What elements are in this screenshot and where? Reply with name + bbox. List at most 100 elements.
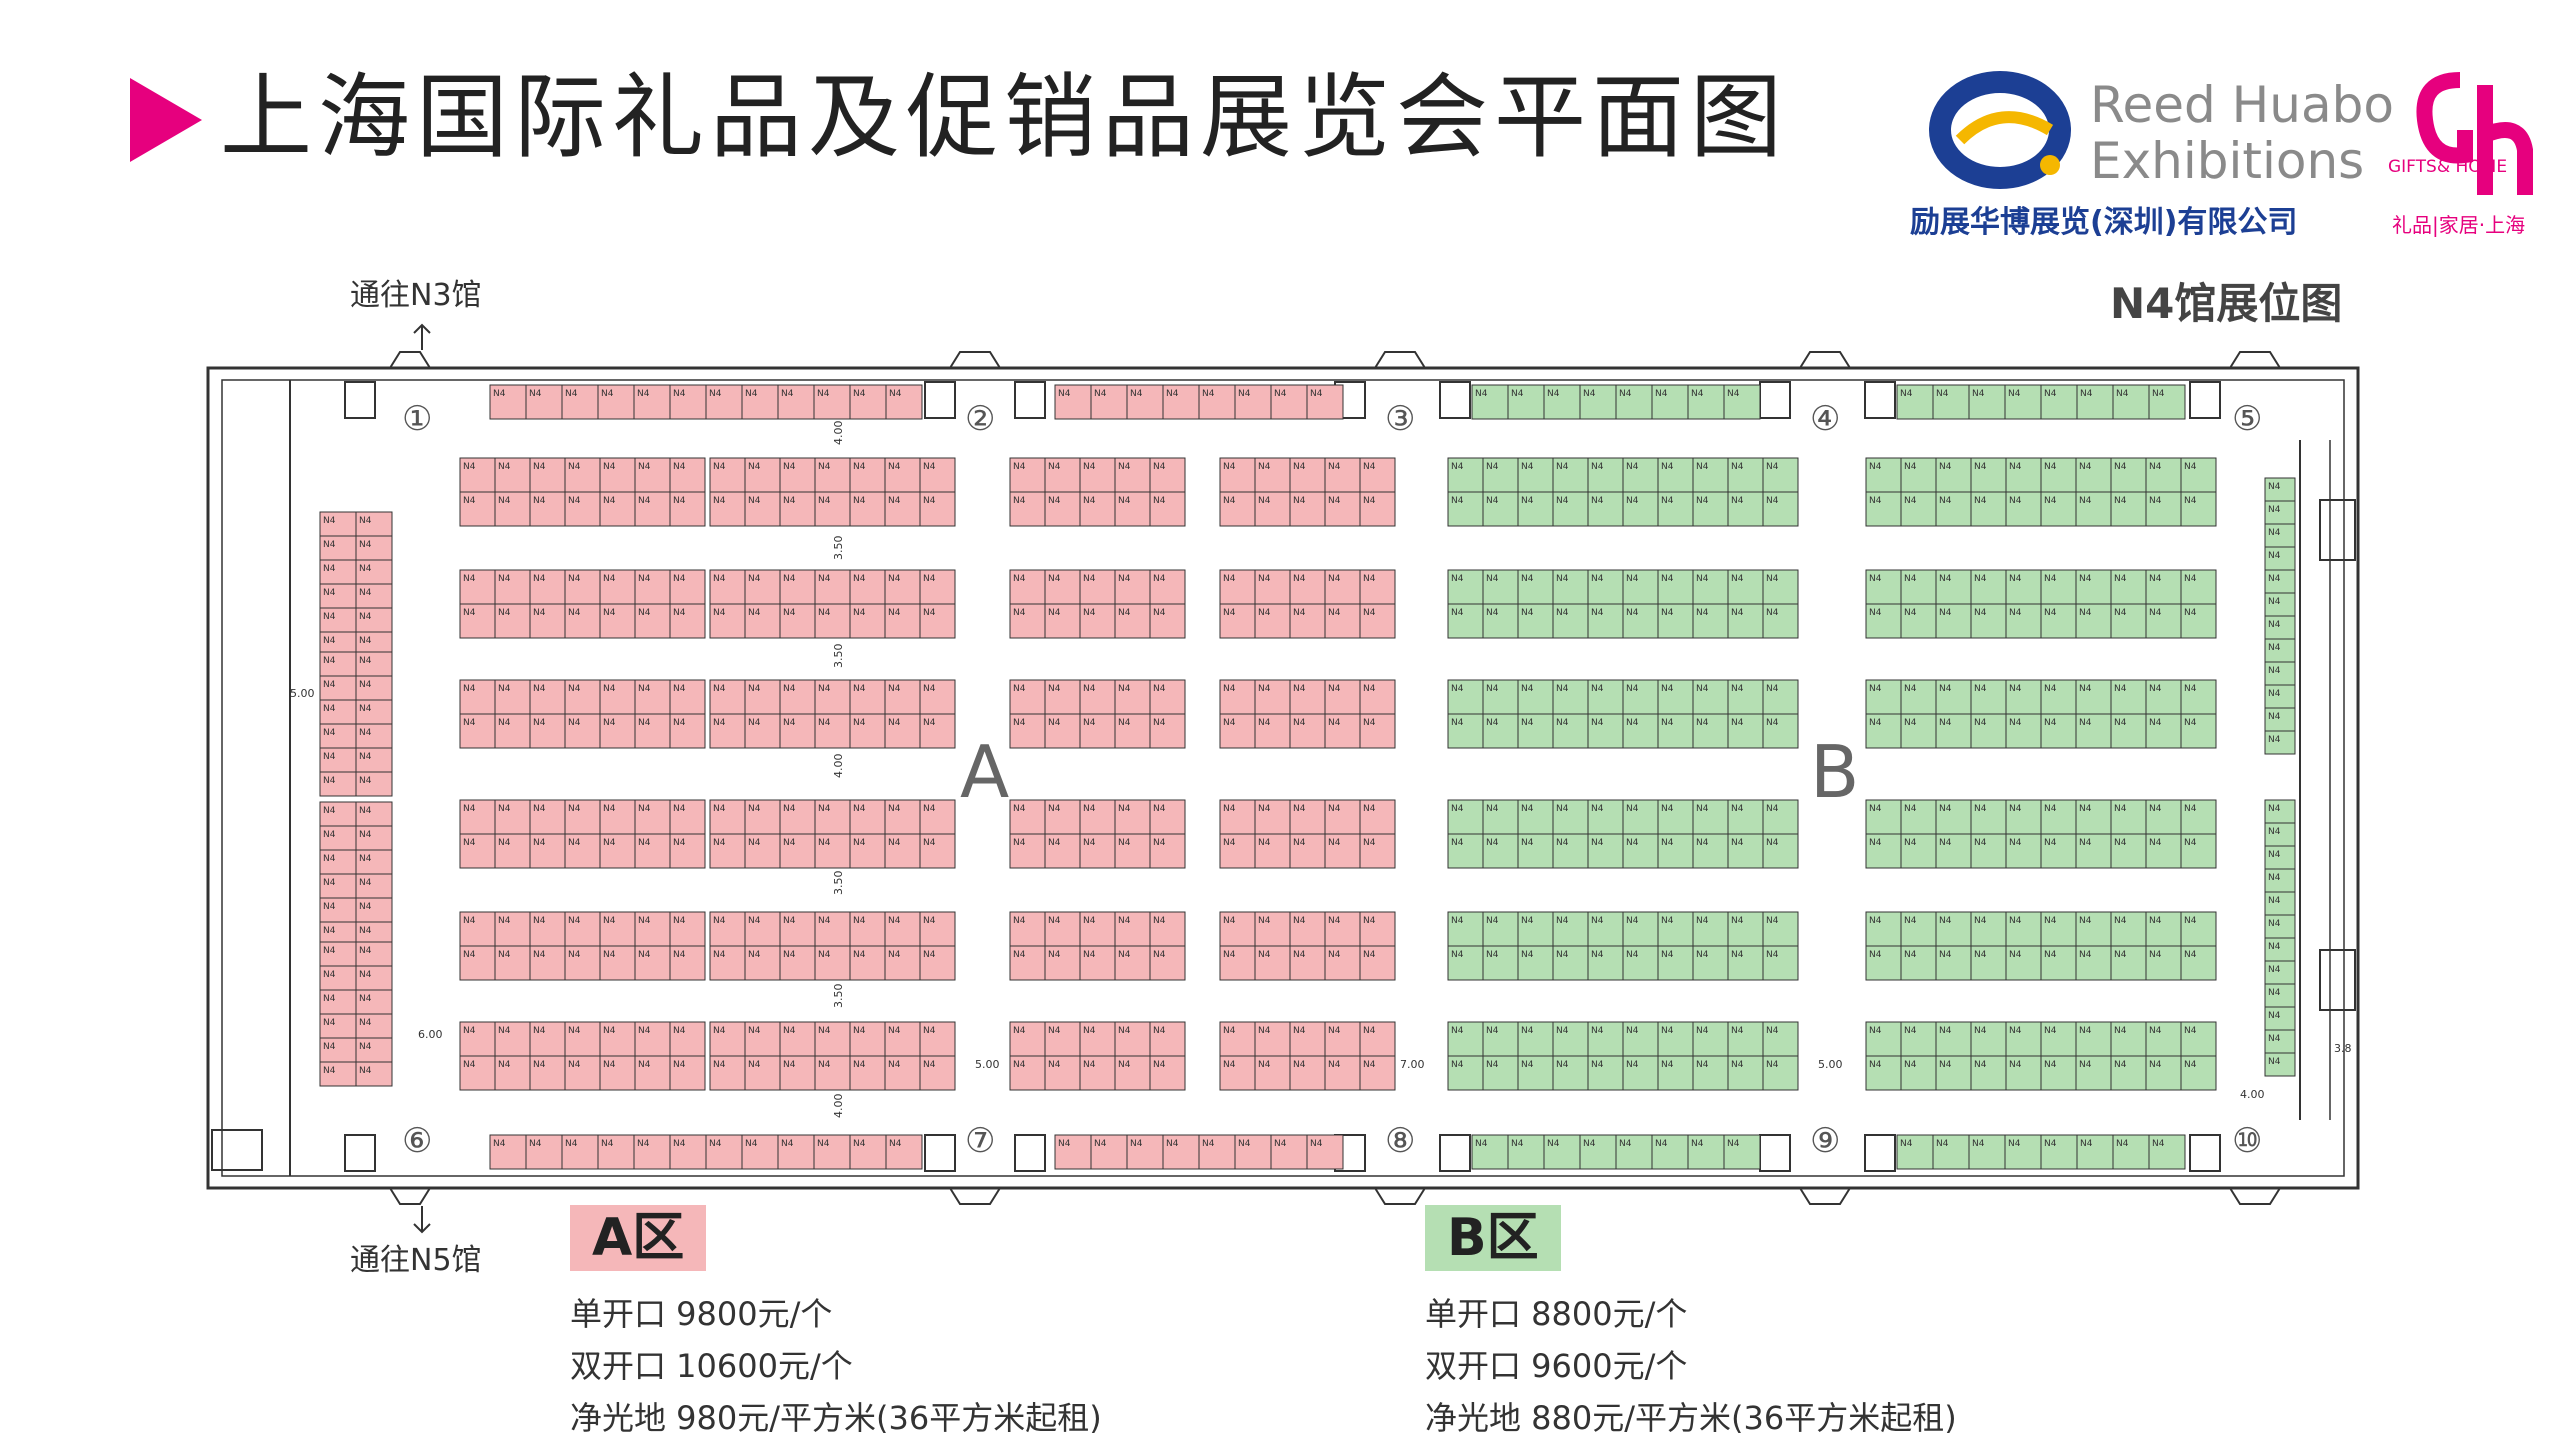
booth-prefix-label: N4	[673, 574, 686, 584]
booth-prefix-label: N4	[2268, 735, 2281, 745]
booth-prefix-label: N4	[818, 804, 831, 814]
booth-cell	[709, 679, 746, 715]
booth-prefix-label: N4	[783, 574, 796, 584]
booth-prefix-label: N4	[1869, 916, 1882, 926]
booth-cell	[1935, 457, 1972, 493]
booth-cell	[633, 384, 671, 420]
booth-cell	[459, 679, 496, 715]
booth-prefix-label: N4	[1974, 684, 1987, 694]
to-n5-label: 通往N5馆	[350, 1243, 482, 1278]
booth-prefix-label: N4	[713, 496, 726, 506]
booth-cell	[669, 603, 706, 639]
booth-cell	[1900, 1055, 1937, 1091]
booth-cell	[1865, 603, 1902, 639]
zone-b-letter: B	[1810, 730, 1859, 814]
booth-cell	[2180, 569, 2217, 605]
booth-prefix-label: N4	[1626, 496, 1639, 506]
booth-cell	[1507, 384, 1545, 420]
booth-cell	[1359, 1021, 1396, 1057]
booth-cell	[529, 1055, 566, 1091]
booth-cell	[669, 1021, 706, 1057]
booth-prefix-label: N4	[2268, 528, 2281, 538]
booth-cell	[564, 603, 601, 639]
booth-cell	[1289, 713, 1326, 749]
booth-prefix-label: N4	[817, 1139, 830, 1149]
booth-prefix-label: N4	[1048, 462, 1061, 472]
booth-prefix-label: N4	[2009, 1026, 2022, 1036]
booth-cell	[1970, 713, 2007, 749]
booth-cell	[669, 1055, 706, 1091]
booth-cell	[669, 679, 706, 715]
booth-cell	[779, 1055, 816, 1091]
booth-prefix-label: N4	[923, 916, 936, 926]
booth-cell	[2075, 603, 2112, 639]
booth-prefix-label: N4	[1939, 496, 1952, 506]
booth-cell	[1657, 491, 1694, 527]
booth-prefix-label: N4	[1731, 496, 1744, 506]
booth-cell	[2040, 491, 2077, 527]
booth-cell	[2040, 1021, 2077, 1057]
booth-prefix-label: N4	[533, 684, 546, 694]
booth-cell	[1622, 679, 1659, 715]
booth-prefix-label: N4	[359, 878, 372, 888]
booth-prefix-label: N4	[2184, 684, 2197, 694]
booth-prefix-label: N4	[1310, 1139, 1323, 1149]
booth-prefix-label: N4	[2044, 1139, 2057, 1149]
booth-prefix-label: N4	[1904, 462, 1917, 472]
booth-cell	[2180, 911, 2217, 947]
booth-prefix-label: N4	[1904, 718, 1917, 728]
booth-cell	[494, 1055, 531, 1091]
booth-prefix-label: N4	[1696, 496, 1709, 506]
booth-cell	[355, 897, 393, 923]
booth-cell	[884, 799, 921, 835]
booth-prefix-label: N4	[783, 804, 796, 814]
booth-cell	[741, 1134, 779, 1170]
booth-prefix-label: N4	[1451, 574, 1464, 584]
booth-cell	[2075, 799, 2112, 835]
booth-prefix-label: N4	[2114, 916, 2127, 926]
booth-prefix-label: N4	[1696, 838, 1709, 848]
booth-prefix-label: N4	[745, 389, 758, 399]
booth-prefix-label: N4	[1869, 574, 1882, 584]
booth-prefix-label: N4	[2044, 496, 2057, 506]
booth-prefix-label: N4	[529, 389, 542, 399]
booth-prefix-label: N4	[673, 684, 686, 694]
booth-prefix-label: N4	[603, 916, 616, 926]
booth-prefix-label: N4	[1591, 496, 1604, 506]
booth-prefix-label: N4	[638, 1060, 651, 1070]
booth-cell	[634, 911, 671, 947]
booth-prefix-label: N4	[1731, 462, 1744, 472]
booth-prefix-label: N4	[2114, 718, 2127, 728]
booth-prefix-label: N4	[1013, 1026, 1026, 1036]
booth-cell	[1622, 833, 1659, 869]
booth-cell	[494, 569, 531, 605]
booth-prefix-label: N4	[888, 916, 901, 926]
booth-cell	[1692, 603, 1729, 639]
booth-prefix-label: N4	[2079, 574, 2092, 584]
booth-prefix-label: N4	[1258, 950, 1271, 960]
booth-cell	[709, 569, 746, 605]
booth-prefix-label: N4	[498, 496, 511, 506]
booth-cell	[459, 945, 496, 981]
booth-prefix-label: N4	[1328, 804, 1341, 814]
booth-cell	[1054, 384, 1092, 420]
booth-prefix-label: N4	[2268, 873, 2281, 883]
booth-cell	[1009, 713, 1046, 749]
booth-cell	[1219, 799, 1256, 835]
booth-prefix-label: N4	[713, 718, 726, 728]
booth-prefix-label: N4	[889, 1139, 902, 1149]
booth-cell	[2180, 713, 2217, 749]
booth-cell	[1932, 384, 1970, 420]
booth-prefix-label: N4	[1696, 1026, 1709, 1036]
booth-prefix-label: N4	[1274, 389, 1287, 399]
booth-prefix-label: N4	[359, 830, 372, 840]
booth-prefix-label: N4	[1904, 496, 1917, 506]
booth-cell	[1447, 833, 1484, 869]
booth-cell	[814, 799, 851, 835]
booth-cell	[1447, 603, 1484, 639]
booth-prefix-label: N4	[1153, 1026, 1166, 1036]
